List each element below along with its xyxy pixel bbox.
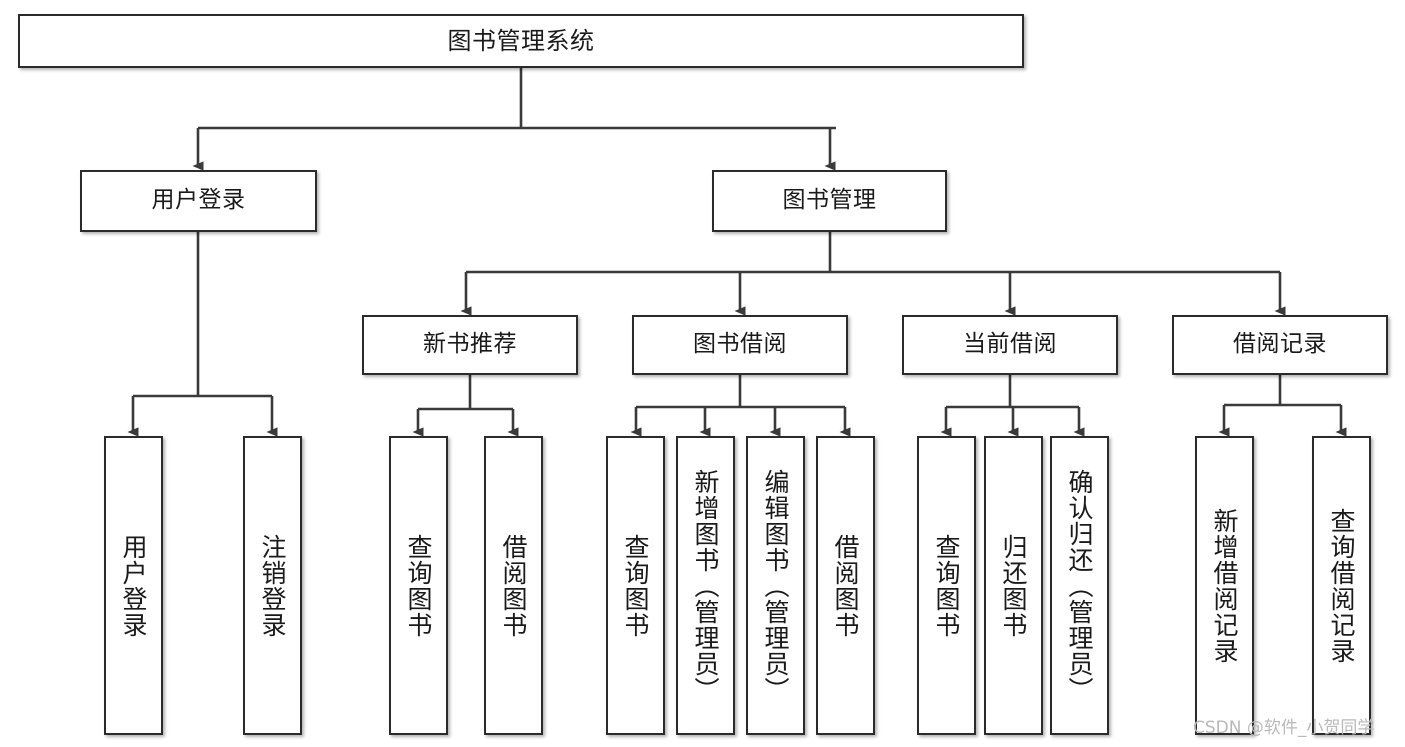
node-label: 用户登录 (119, 533, 148, 638)
node-label: 借阅记录 (1233, 331, 1327, 358)
node-label: 借阅图书 (499, 533, 528, 638)
node-label: 图书管理系统 (447, 26, 595, 55)
leaf-current-borrow-return-book[interactable]: 归还图书 (984, 436, 1043, 735)
node-new-book-recommend[interactable]: 新书推荐 (362, 315, 578, 375)
node-current-borrow[interactable]: 当前借阅 (902, 315, 1118, 375)
node-label: 查询图书 (404, 533, 433, 638)
node-label: 查询图书 (621, 533, 650, 638)
leaf-user-login-login[interactable]: 用户登录 (104, 436, 163, 735)
node-label: 确认归还（管理员） (1065, 468, 1094, 703)
node-label: 图书借阅 (693, 331, 787, 358)
leaf-borrow-record-query-record[interactable]: 查询借阅记录 (1312, 436, 1371, 735)
node-label: 编辑图书（管理员） (761, 468, 790, 703)
node-book-borrow[interactable]: 图书借阅 (632, 315, 848, 375)
csdn-watermark: CSDN @软件_小贺同学 (1193, 718, 1375, 738)
leaf-current-borrow-confirm-return-admin[interactable]: 确认归还（管理员） (1050, 436, 1109, 735)
leaf-book-borrow-edit-book-admin[interactable]: 编辑图书（管理员） (746, 436, 805, 735)
node-label: 当前借阅 (963, 331, 1057, 358)
node-label: 查询图书 (932, 533, 961, 638)
node-label: 新增借阅记录 (1210, 507, 1239, 664)
leaf-user-login-logout[interactable]: 注销登录 (243, 436, 302, 735)
node-book-management[interactable]: 图书管理 (712, 170, 947, 232)
node-user-login[interactable]: 用户登录 (80, 170, 317, 232)
node-label: 新书推荐 (423, 331, 517, 358)
leaf-book-borrow-add-book-admin[interactable]: 新增图书（管理员） (676, 436, 735, 735)
leaf-new-book-borrow-book[interactable]: 借阅图书 (484, 436, 543, 735)
node-label: 图书管理 (782, 187, 877, 214)
leaf-current-borrow-query-book[interactable]: 查询图书 (917, 436, 976, 735)
leaf-new-book-query-book[interactable]: 查询图书 (389, 436, 448, 735)
leaf-borrow-record-add-record[interactable]: 新增借阅记录 (1195, 436, 1254, 735)
leaf-book-borrow-borrow-book[interactable]: 借阅图书 (816, 436, 875, 735)
node-label: 注销登录 (258, 533, 287, 638)
node-label: 新增图书（管理员） (691, 468, 720, 703)
leaf-book-borrow-query-book[interactable]: 查询图书 (606, 436, 665, 735)
node-label: 查询借阅记录 (1327, 507, 1356, 664)
node-label: 归还图书 (999, 533, 1028, 638)
node-label: 用户登录 (151, 187, 246, 214)
node-label: 借阅图书 (831, 533, 860, 638)
node-borrow-record[interactable]: 借阅记录 (1172, 315, 1388, 375)
node-root-book-management-system[interactable]: 图书管理系统 (18, 14, 1024, 68)
